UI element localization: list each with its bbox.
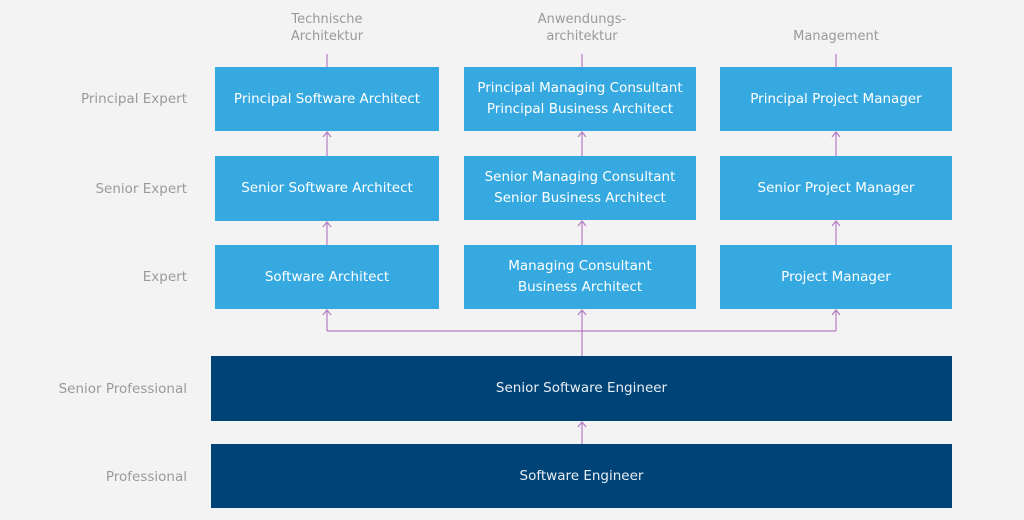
role-box-managing-consultant: Managing Consultant Business Architect: [464, 245, 696, 309]
role-title: Senior Project Manager: [757, 179, 915, 196]
role-title: Principal Software Architect: [233, 90, 421, 107]
arrowhead-icon: [577, 309, 587, 316]
arrowhead-icon: [577, 421, 587, 428]
role-box-senior-project-manager: Senior Project Manager: [720, 156, 952, 220]
arrowhead-icon: [577, 131, 587, 138]
level-label-principal-expert: Principal Expert: [80, 91, 187, 107]
arrowhead-icon: [322, 221, 332, 228]
column-heading-application-architecture: Anwendungs- architektur: [537, 12, 627, 44]
role-title: Project Manager: [781, 268, 891, 285]
role-title: Software Engineer: [519, 467, 644, 484]
role-box-principal-project-manager: Principal Project Manager: [720, 67, 952, 131]
arrowhead-icon: [577, 220, 587, 227]
role-box-software-architect: Software Architect: [215, 245, 439, 309]
role-title: Software Architect: [264, 268, 390, 285]
role-box-senior-software-architect: Senior Software Architect: [215, 156, 439, 221]
role-box-software-engineer: Software Engineer: [211, 444, 952, 508]
role-box-senior-software-engineer: Senior Software Engineer: [211, 356, 952, 421]
role-box-principal-managing-consultant: Principal Managing Consultant Principal …: [464, 67, 696, 131]
level-label-senior-expert: Senior Expert: [95, 181, 187, 197]
role-box-principal-software-architect: Principal Software Architect: [215, 67, 439, 131]
role-title: Senior Business Architect: [494, 190, 666, 206]
column-heading-technical-architecture: Technische Architektur: [290, 12, 364, 44]
role-box-project-manager: Project Manager: [720, 245, 952, 309]
arrowhead-icon: [831, 220, 841, 227]
role-box-senior-managing-consultant: Senior Managing Consultant Senior Busine…: [464, 156, 696, 220]
role-title: Business Architect: [517, 279, 643, 295]
role-title: Senior Managing Consultant: [484, 169, 676, 185]
level-label-professional: Professional: [105, 469, 187, 485]
role-title: Managing Consultant: [508, 258, 652, 274]
role-title: Principal Managing Consultant: [477, 80, 683, 96]
role-title: Senior Software Engineer: [495, 380, 668, 396]
column-heading-management: Management: [793, 29, 879, 44]
level-label-expert: Expert: [142, 269, 187, 285]
role-title: Principal Business Architect: [486, 101, 674, 117]
arrowhead-icon: [831, 309, 841, 316]
level-label-senior-professional: Senior Professional: [58, 381, 187, 397]
arrowhead-icon: [831, 131, 841, 138]
arrowhead-icon: [322, 131, 332, 138]
role-title: Principal Project Manager: [750, 90, 922, 107]
arrowhead-icon: [322, 309, 332, 316]
role-title: Senior Software Architect: [241, 180, 413, 196]
